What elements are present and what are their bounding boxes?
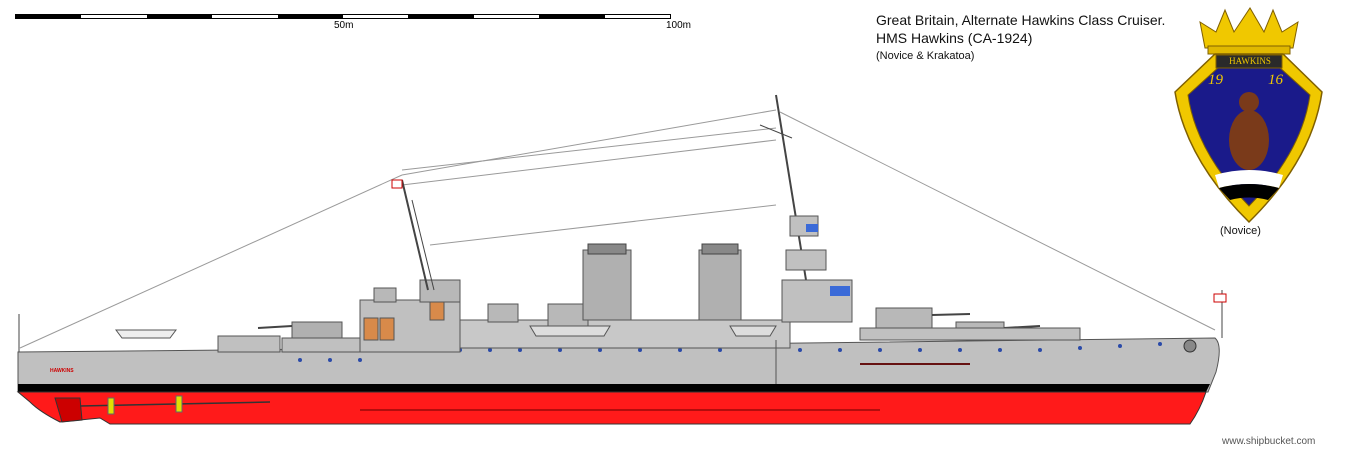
rigging-lines (19, 109, 1216, 349)
crest-caption: (Novice) (1220, 225, 1261, 237)
title-line-2: HMS Hawkins (CA-1924) (876, 30, 1033, 46)
title-line-3: (Novice & Krakatoa) (876, 50, 975, 62)
title-line-1: Great Britain, Alternate Hawkins Class C… (876, 12, 1166, 28)
credit-text: www.shipbucket.com (1222, 436, 1316, 447)
scale-bar (15, 14, 671, 19)
crest-year-left: 19 (1208, 72, 1223, 88)
crest-name: HAWKINS (1229, 56, 1271, 66)
crown-icon (1199, 7, 1299, 55)
scale-label-mid: 50m (334, 20, 354, 31)
scale-label-end: 100m (666, 20, 692, 31)
crest-year-right: 16 (1268, 72, 1283, 88)
hull-name: HAWKINS (50, 368, 74, 374)
